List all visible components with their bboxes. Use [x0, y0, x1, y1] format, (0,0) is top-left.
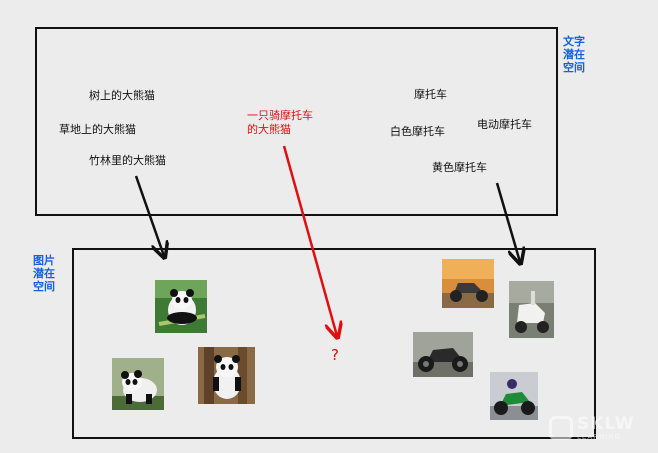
motorcycle-photo	[413, 332, 473, 377]
panda-bamboo-photo	[155, 280, 207, 333]
white-scooter-photo	[509, 281, 554, 338]
text-latent-space-label: 文字 潜在 空间	[563, 35, 585, 74]
query-label: 一只骑摩托车 的大熊猫	[247, 109, 313, 136]
watermark-sub: LEARNING	[577, 433, 621, 441]
panda-label-tree: 树上的大熊猫	[89, 89, 155, 102]
panda-tree-photo	[198, 347, 255, 404]
watermark-logo: SKLW LEARNING	[549, 414, 653, 444]
unknown-result-mark: ?	[331, 346, 339, 364]
moto-label-electric: 电动摩托车	[477, 118, 532, 131]
watermark-icon	[549, 416, 573, 440]
image-latent-space-label: 图片 潜在 空间	[33, 254, 55, 293]
yellow-scooter-photo	[442, 259, 494, 308]
electric-motorcycle-photo	[490, 372, 538, 420]
moto-label-yellow: 黄色摩托车	[432, 161, 487, 174]
watermark-brand: SKLW	[577, 414, 635, 434]
moto-label-white: 白色摩托车	[390, 125, 445, 138]
panda-grass-photo	[112, 358, 164, 410]
panda-label-bamboo: 竹林里的大熊猫	[89, 154, 166, 167]
moto-label-plain: 摩托车	[414, 88, 447, 101]
panda-label-grass: 草地上的大熊猫	[59, 123, 136, 136]
